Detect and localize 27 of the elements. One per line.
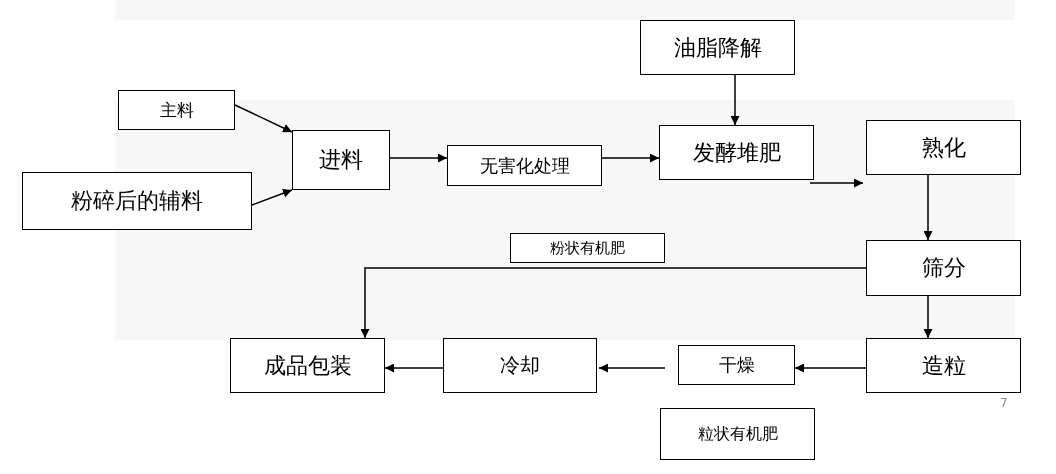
arrow <box>601 153 660 163</box>
product-box: 粉状有机肥 <box>510 233 665 263</box>
page-number: 7 <box>1000 396 1008 410</box>
arrow <box>360 267 867 339</box>
process-box: 成品包装 <box>230 338 385 393</box>
arrow <box>389 153 448 163</box>
process-box: 筛分 <box>866 240 1021 296</box>
process-box: 进料 <box>292 130 390 190</box>
arrow <box>251 188 293 206</box>
product-box: 粒状有机肥 <box>660 408 815 460</box>
arrow <box>384 363 444 373</box>
arrow <box>794 363 867 373</box>
process-box: 冷却 <box>443 338 597 393</box>
process-box: 无害化处理 <box>447 145 602 186</box>
arrow <box>730 74 740 126</box>
arrow <box>809 178 864 188</box>
arrow <box>923 174 933 241</box>
arrow <box>234 104 293 133</box>
arrow <box>923 295 933 339</box>
input-box: 粉碎后的辅料 <box>22 172 252 230</box>
process-box: 造粒 <box>866 338 1021 393</box>
process-box: 熟化 <box>866 120 1021 175</box>
process-box: 干燥 <box>678 345 795 385</box>
process-box: 发酵堆肥 <box>659 125 814 180</box>
input-box: 主料 <box>118 90 235 130</box>
arrow <box>598 363 666 373</box>
process-box: 油脂降解 <box>640 20 795 75</box>
